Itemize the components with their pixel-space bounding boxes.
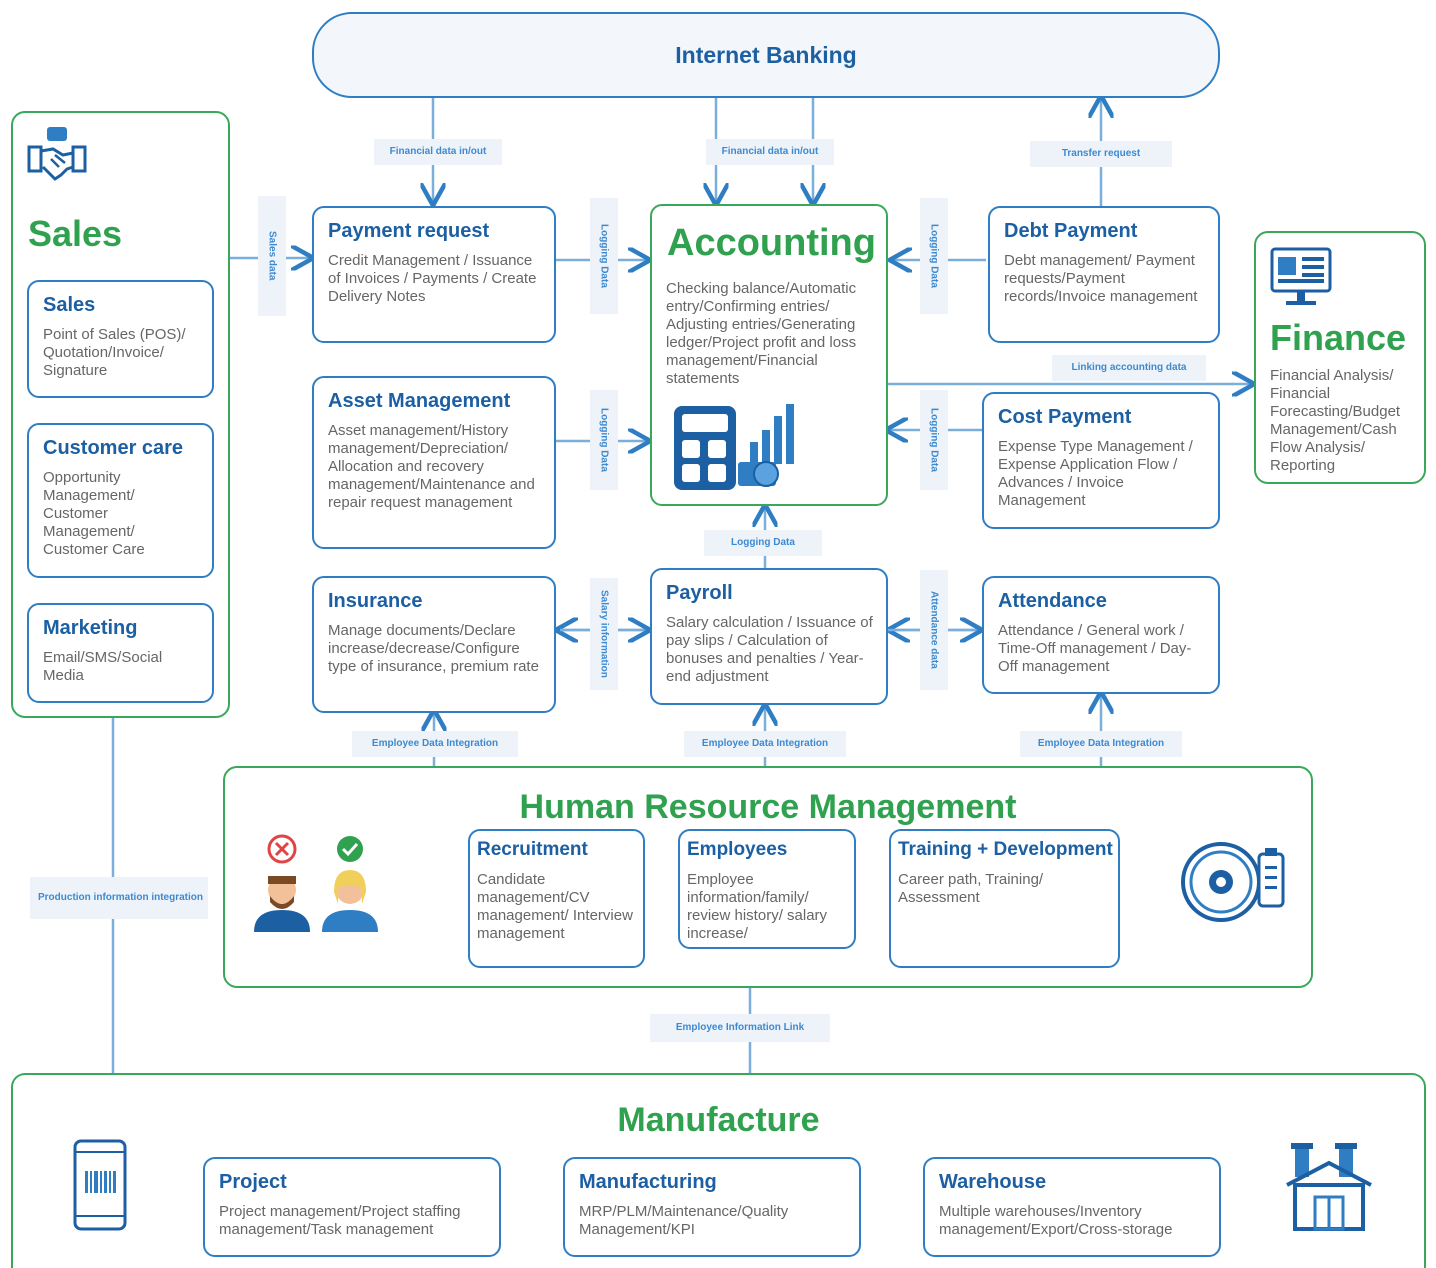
label-logging-data-2: Logging Data xyxy=(590,390,618,490)
calculator-icon xyxy=(674,404,794,490)
insurance-desc: Manage documents/Declare increase/decrea… xyxy=(328,622,539,675)
marketing-desc: Email/SMS/Social Media xyxy=(43,649,163,684)
manufacturing-title: Manufacturing xyxy=(579,1171,717,1193)
cost-payment-desc: Expense Type Management / Expense Applic… xyxy=(998,438,1193,509)
employees-card[interactable]: Employees Employee information/family/ r… xyxy=(678,829,856,949)
training-card[interactable]: Training + Development Career path, Trai… xyxy=(889,829,1120,968)
manufacturing-desc: MRP/PLM/Maintenance/Quality Management/K… xyxy=(579,1203,789,1238)
customer-care-title: Customer care xyxy=(43,437,184,459)
warehouse-desc: Multiple warehouses/Inventory management… xyxy=(939,1203,1173,1238)
approve-icon xyxy=(337,836,363,862)
gear-clipboard-icon xyxy=(1181,842,1285,922)
label-employee-integration-3: Employee Data Integration xyxy=(1020,731,1182,757)
label-salary-information: Salary information xyxy=(590,578,618,690)
attendance-title: Attendance xyxy=(998,590,1107,612)
warehouse-card[interactable]: Warehouse Multiple warehouses/Inventory … xyxy=(923,1157,1221,1257)
label-employee-integration-2: Employee Data Integration xyxy=(684,731,846,757)
manufacturing-card[interactable]: Manufacturing MRP/PLM/Maintenance/Qualit… xyxy=(563,1157,861,1257)
label-financial-data-2: Financial data in/out xyxy=(706,139,834,165)
cost-payment-title: Cost Payment xyxy=(998,406,1132,428)
finance-group[interactable]: Finance Financial Analysis/ Financial Fo… xyxy=(1254,231,1426,484)
employees-title: Employees xyxy=(687,839,788,860)
label-linking-accounting: Linking accounting data xyxy=(1052,355,1206,381)
payroll-desc: Salary calculation / Issuance of pay sli… xyxy=(666,614,873,685)
sales-card-desc: Point of Sales (POS)/ Quotation/Invoice/… xyxy=(43,326,186,379)
payment-request-title: Payment request xyxy=(328,220,490,242)
project-title: Project xyxy=(219,1171,287,1193)
finance-desc: Financial Analysis/ Financial Forecastin… xyxy=(1270,367,1401,474)
accounting-desc: Checking balance/Automatic entry/Confirm… xyxy=(666,280,857,387)
accounting-title: Accounting xyxy=(667,222,876,264)
label-sales-data: Sales data xyxy=(258,196,286,316)
debt-payment-card[interactable]: Debt Payment Debt management/ Payment re… xyxy=(988,206,1220,343)
marketing-card[interactable]: Marketing Email/SMS/Social Media xyxy=(27,603,214,703)
label-logging-data-1: Logging Data xyxy=(590,198,618,314)
sales-card-title: Sales xyxy=(43,294,96,316)
payroll-card[interactable]: Payroll Salary calculation / Issuance of… xyxy=(650,568,888,705)
factory-icon xyxy=(1286,1143,1372,1231)
project-card[interactable]: Project Project management/Project staff… xyxy=(203,1157,501,1257)
label-transfer-request: Transfer request xyxy=(1030,141,1172,167)
mobile-barcode-icon xyxy=(73,1139,127,1231)
label-production-integration: Production information integration xyxy=(30,877,208,919)
attendance-desc: Attendance / General work / Time-Off man… xyxy=(998,622,1192,675)
marketing-title: Marketing xyxy=(43,617,138,639)
label-logging-data-4: Logging Data xyxy=(920,390,948,490)
finance-title: Finance xyxy=(1270,317,1407,358)
label-attendance-data: Attendance data xyxy=(920,570,948,690)
debt-payment-desc: Debt management/ Payment requests/Paymen… xyxy=(1004,252,1198,305)
customer-care-card[interactable]: Customer care Opportunity Management/ Cu… xyxy=(27,423,214,578)
insurance-title: Insurance xyxy=(328,590,423,612)
hr-title: Human Resource Management xyxy=(519,788,1017,826)
payment-request-card[interactable]: Payment request Credit Management / Issu… xyxy=(312,206,556,343)
label-employee-information-link: Employee Information Link xyxy=(650,1014,830,1042)
debt-payment-title: Debt Payment xyxy=(1004,220,1138,242)
attendance-card[interactable]: Attendance Attendance / General work / T… xyxy=(982,576,1220,694)
payroll-title: Payroll xyxy=(666,582,733,604)
payment-request-desc: Credit Management / Issuance of Invoices… xyxy=(328,252,537,305)
handshake-icon xyxy=(27,127,87,181)
recruitment-card[interactable]: Recruitment Candidate management/CV mana… xyxy=(468,829,645,968)
label-logging-data-3: Logging Data xyxy=(920,198,948,314)
training-desc: Career path, Training/ Assessment xyxy=(898,871,1044,906)
cost-payment-card[interactable]: Cost Payment Expense Type Management / E… xyxy=(982,392,1220,529)
project-desc: Project management/Project staffing mana… xyxy=(219,1203,461,1238)
asset-management-card[interactable]: Asset Management Asset management/Histor… xyxy=(312,376,556,549)
recruitment-title: Recruitment xyxy=(477,839,588,860)
label-financial-data-1: Financial data in/out xyxy=(374,139,502,165)
sales-group-title: Sales xyxy=(28,213,123,254)
employees-desc: Employee information/family/ review hist… xyxy=(687,871,828,942)
customer-care-desc: Opportunity Management/ Customer Managem… xyxy=(43,469,145,558)
recruitment-desc: Candidate management/CV management/ Inte… xyxy=(477,871,633,942)
accounting-card[interactable]: Accounting Checking balance/Automatic en… xyxy=(650,204,888,506)
dashboard-icon xyxy=(1270,247,1332,305)
warehouse-title: Warehouse xyxy=(939,1171,1047,1193)
label-logging-data-5: Logging Data xyxy=(704,530,822,556)
insurance-card[interactable]: Insurance Manage documents/Declare incre… xyxy=(312,576,556,713)
asset-management-title: Asset Management xyxy=(328,390,511,412)
training-title: Training + Development xyxy=(898,839,1113,860)
internet-banking-title: Internet Banking xyxy=(675,42,857,68)
manufacture-title: Manufacture xyxy=(617,1101,820,1139)
reject-icon xyxy=(267,834,297,864)
internet-banking-box: Internet Banking xyxy=(312,12,1220,98)
asset-management-desc: Asset management/History management/Depr… xyxy=(328,422,535,511)
sales-card[interactable]: Sales Point of Sales (POS)/ Quotation/In… xyxy=(27,280,214,398)
candidates-icon xyxy=(254,834,378,932)
label-employee-integration-1: Employee Data Integration xyxy=(352,731,518,757)
